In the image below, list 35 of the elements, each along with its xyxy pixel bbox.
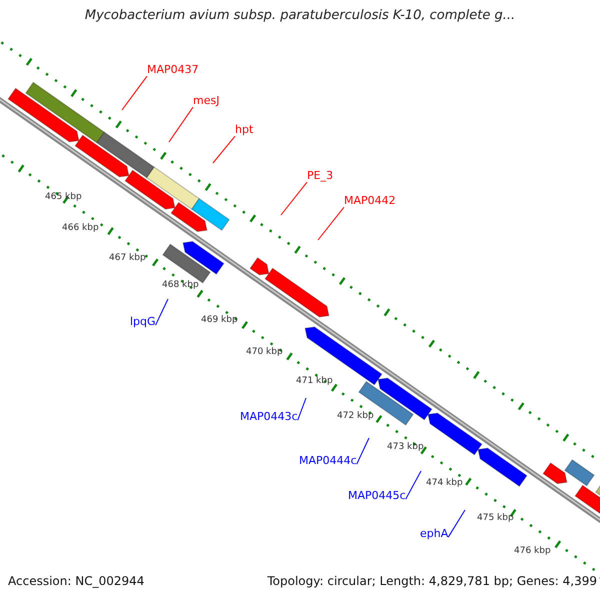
leader-line [405,470,422,500]
scale-label: 472 kbp [337,411,374,422]
genome-stats-text: Topology: circular; Length: 4,829,781 bp; Genes: 4,399 [267,574,597,588]
scale-label: 468 kbp [162,280,199,291]
scale-label: 476 kbp [514,546,551,557]
gene-label: hpt [235,123,254,136]
scale-label: 473 kbp [387,442,424,453]
gene-label: MAP0443c [240,410,298,424]
leader-line [280,182,308,216]
gene-label: MAP0445c [348,489,406,502]
scale-label: 474 kbp [426,478,463,489]
leader-line [297,398,306,421]
gene-label: lpqG [130,315,156,328]
scale-label: 467 kbp [109,253,146,264]
scale-label: 469 kbp [201,315,238,326]
scale-label: 465 kbp [45,192,82,203]
leader-line [318,206,344,240]
leader-line [356,438,370,465]
scale-label: 470 kbp [246,347,283,358]
leader-line [448,510,466,538]
gene-label: MAP0442 [344,194,396,208]
title: Mycobacterium avium subsp. paratuberculosis K-10, complete g... [84,8,516,24]
leader-line [212,136,236,164]
accession-text: Accession: NC_002944 [8,574,144,588]
leader-line [155,298,168,326]
gene-label: mesJ [193,94,220,108]
gene-label: ephA [420,527,448,540]
scale-label: 466 kbp [62,223,99,234]
gene-label: PE_3 [307,169,334,182]
gene-label: MAP0437 [147,63,199,76]
leader-line [168,106,194,142]
gene-label: MAP0444c [299,454,357,468]
scale-label: 475 kbp [477,513,514,524]
scale-label: 471 kbp [296,376,333,387]
leader-line [122,76,148,110]
